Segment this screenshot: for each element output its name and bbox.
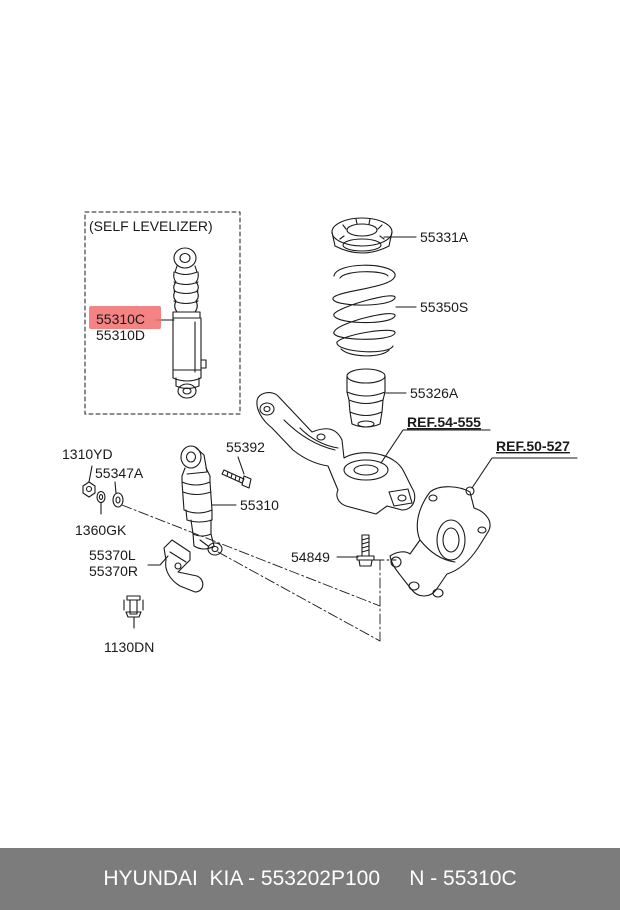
part-1360gk-label: 1360GK (75, 522, 127, 538)
footer-gap (380, 867, 409, 891)
part-1310yd-label: 1310YD (62, 446, 113, 462)
spring-seat-55331a (331, 217, 393, 254)
labels: (SELF LEVELIZER) 55310C 55310D 55331A 55… (62, 218, 570, 655)
part-55370l-label: 55370L (89, 547, 136, 563)
bump-stopper-55326a (346, 368, 386, 428)
part-55310d-label: 55310D (96, 327, 145, 343)
rear-knuckle (389, 486, 491, 598)
ref-50-527-label: REF.50-527 (496, 438, 570, 454)
part-highlight (89, 306, 161, 329)
washer-1360gk (96, 490, 106, 504)
shock-absorber-55310 (180, 445, 223, 556)
lower-control-arm (256, 392, 416, 515)
ref-54-555-label: REF.54-555 (407, 414, 481, 430)
reference-lines (121, 504, 397, 642)
part-55347a-label: 55347A (95, 465, 144, 481)
nut-1310yd (82, 481, 96, 498)
bolt-55392 (221, 469, 252, 489)
part-55392-label: 55392 (226, 439, 265, 455)
bolt-1130dn (123, 595, 144, 618)
part-55326a-label: 55326A (410, 385, 459, 401)
coil-spring-55350s (332, 264, 396, 357)
self-levelizer-frame (84, 211, 241, 415)
bracket-55370 (163, 539, 204, 593)
self-levelizer-shock-absorber (172, 247, 207, 399)
washer-55347a (112, 492, 124, 508)
part-55370r-label: 55370R (89, 563, 138, 579)
bolt-54849 (356, 534, 375, 567)
box-title: (SELF LEVELIZER) (89, 218, 213, 234)
part-55310-label: 55310 (240, 497, 279, 513)
part-54849-label: 54849 (291, 549, 330, 565)
part-55310c-label: 55310C (96, 311, 145, 327)
part-1130dn-label: 1130DN (104, 639, 154, 655)
leader-lines (88, 236, 578, 629)
part-55331a-label: 55331A (420, 229, 469, 245)
oem-code: N - 55310C (409, 867, 517, 890)
brand-part-number: HYUNDAI KIA - 553202P100 (103, 867, 381, 890)
parts-diagram: (SELF LEVELIZER) 55310C 55310D 55331A 55… (62, 211, 578, 655)
part-55350s-label: 55350S (420, 299, 468, 315)
part-number-footer: HYUNDAI KIA - 553202P100 N - 55310C (0, 848, 620, 910)
